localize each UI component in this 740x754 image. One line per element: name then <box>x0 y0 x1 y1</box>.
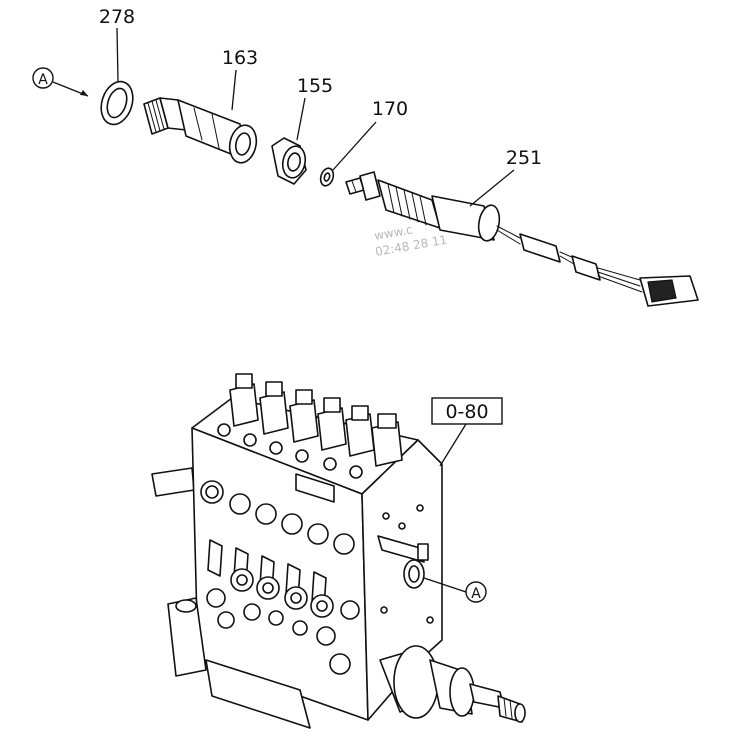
inspection-ports <box>200 480 355 555</box>
leader-170 <box>332 121 377 171</box>
leader-251 <box>469 169 515 207</box>
callout-170: 170 <box>372 98 408 120</box>
top-bolts <box>217 423 363 479</box>
callout-163: 163 <box>222 47 258 69</box>
lower-mechanism <box>206 539 360 675</box>
view-marker-a-bottom-label: A <box>471 586 481 602</box>
leader-155 <box>296 97 306 141</box>
watermark-line-1: www.c <box>373 222 414 243</box>
drive-shaft <box>379 645 526 723</box>
callout-278: 278 <box>99 6 135 28</box>
injection-pump-assembly <box>151 373 526 729</box>
leader-163 <box>231 69 237 111</box>
view-marker-a-bottom: A <box>423 577 487 603</box>
view-marker-a-top-label: A <box>38 72 48 88</box>
leader-278 <box>116 27 119 83</box>
part-155-nut <box>271 137 307 185</box>
callout-155: 155 <box>297 75 333 97</box>
assembly-reference: 0-80 <box>431 397 503 467</box>
part-251-solenoid <box>345 171 699 307</box>
callout-251: 251 <box>506 147 542 169</box>
side-ports <box>377 504 434 624</box>
view-marker-a-top: A <box>32 67 89 97</box>
part-170-washer <box>319 167 335 187</box>
delivery-valve-row <box>229 373 403 467</box>
reference-box-label: 0-80 <box>445 401 488 423</box>
part-163-adapter <box>143 97 258 164</box>
part-278-o-ring <box>100 80 134 126</box>
